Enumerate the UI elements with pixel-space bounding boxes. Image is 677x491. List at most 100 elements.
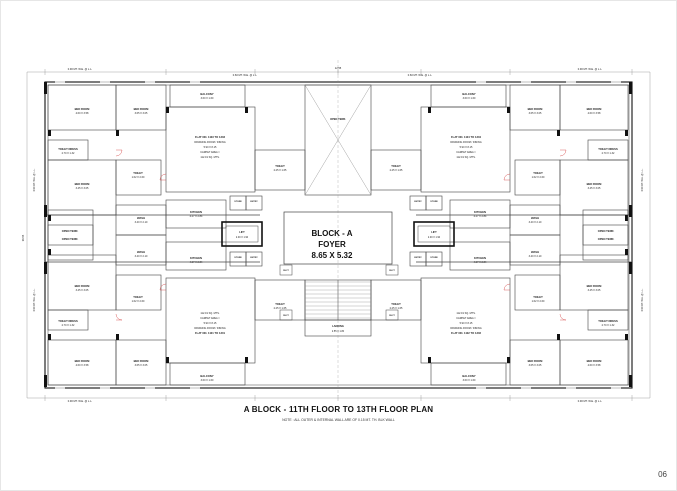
edge-column-0 [44, 82, 47, 94]
entry-label-right-top: ENTRY [414, 201, 422, 203]
duct-0 [279, 264, 293, 276]
toilet-dress-right-top-name: TOILET DRESS [598, 147, 618, 151]
kitchen-left-top-name: KITCHEN [190, 210, 202, 214]
drawing-room-right-bottom [420, 277, 511, 364]
bed-room-2-left-top-size: 3.65 X 3.05 [135, 112, 148, 115]
toilet-1-left-bottom-size: 1.62 X 2.60 [132, 300, 145, 303]
drawing-size-right-bottom: 5.90 X 8.15 [460, 322, 473, 325]
open-terr-left-top-name: OPEN TERR. [62, 237, 79, 241]
kitchen-right-top [449, 199, 511, 229]
store-label-left-top: STORE [234, 201, 242, 203]
balcony-left-top-size: 3.60 X 1.60 [201, 97, 214, 100]
dim-top-left: 0.90 MT. W.E. @ L.L. [68, 67, 93, 71]
door-swing-right-top [559, 149, 567, 157]
dim-side-left-b: 0.90 MT. W.E. @ L.L. [33, 288, 36, 311]
balcony-left-top-name: BALCONY [200, 92, 213, 96]
lift-left-label: LIFT [239, 230, 245, 234]
toilet-1-left-top [115, 159, 162, 196]
open-terr-right-bottom-name: OPEN TERR. [598, 229, 615, 233]
flat-number-left-bottom: FLAT NO. 1101 TO 1301 [195, 331, 225, 335]
entry-label-left-bottom: ENTRY [250, 257, 258, 259]
wash-left-top-name: WASH [137, 216, 145, 220]
lift-left [221, 221, 263, 247]
edge-column-5 [629, 205, 632, 217]
carpet-value-left-bottom: 112.19 SQ. MTS. [200, 312, 219, 315]
toilet-2-right-top-size: 2.25 X 1.65 [390, 169, 403, 172]
open-terr-right-bottom [582, 209, 629, 246]
bed-room-3-right-top-size: 3.45 X 3.05 [588, 187, 601, 190]
door-swing-b-left-top [159, 173, 167, 181]
store-right-bottom [425, 251, 443, 267]
carpet-value-left-top: 112.19 SQ. MTS. [200, 156, 219, 159]
column-left-bottom-4 [48, 249, 51, 255]
bed-room-2-right-top-name: BED ROOM [528, 107, 544, 111]
lift-right-size: 2.00 X 1.90 [428, 236, 441, 239]
carpet-label-right-top: CARPET AREA = [456, 151, 476, 154]
toilet-1-left-bottom [115, 274, 162, 311]
drawing-label-left-top: DRAWING ROOM / DINING [194, 141, 225, 144]
bed-room-3-right-top-name: BED ROOM [587, 182, 603, 186]
duct-label-0: DUCT [283, 270, 289, 272]
balcony-right-top-name: BALCONY [462, 92, 475, 96]
column-left-top-2 [166, 107, 169, 113]
bed-room-1-right-top-size: 4.60 X 3.58 [588, 112, 601, 115]
open-terr-right-top-name: OPEN TERR. [598, 237, 615, 241]
bed-room-3-left-bottom-name: BED ROOM [75, 284, 91, 288]
store-label-left-bottom: STORE [234, 257, 242, 259]
bed-room-1-right-top-name: BED ROOM [587, 107, 603, 111]
bed-room-3-left-bottom-size: 3.45 X 3.05 [76, 289, 89, 292]
column-right-top-3 [428, 107, 431, 113]
duct-2 [279, 309, 293, 321]
flat-number-left-top: FLAT NO. 1103 TO 1303 [195, 135, 225, 139]
dim-top-mid-left: 0.60 MT. W.E. @ L.L. [233, 73, 258, 77]
page-number: 06 [658, 470, 667, 479]
column-left-top-1 [116, 130, 119, 136]
duct-1 [385, 264, 399, 276]
drawing-room-right-top [420, 106, 511, 193]
wash-left-bottom [115, 234, 167, 266]
bed-room-1-right-bottom-name: BED ROOM [587, 359, 603, 363]
toilet-dress-right-bottom [587, 309, 629, 331]
door-swing-right-bottom [559, 313, 567, 321]
store-label-right-bottom: STORE [430, 257, 438, 259]
balcony-right-top-size: 3.60 X 1.60 [463, 97, 476, 100]
column-left-bottom-2 [166, 357, 169, 363]
kitchen-right-top-name: KITCHEN [474, 210, 486, 214]
toilet-dress-left-top-name: TOILET DRESS [58, 147, 78, 151]
dim-top-right: 0.90 MT. W.E. @ L.L. [578, 67, 603, 71]
drawing-label-right-bottom: DRAWING ROOM / DINING [450, 327, 481, 330]
flat-number-right-top: FLAT NO. 1104 TO 1304 [451, 135, 481, 139]
toilet-2-right-bottom-size: 2.25 X 1.65 [390, 307, 403, 310]
toilet-2-left-bottom-name: TOILET [275, 302, 285, 306]
drawing-size-right-top: 5.90 X 8.15 [460, 146, 473, 149]
bed-room-2-right-bottom-name: BED ROOM [528, 359, 544, 363]
landing-size: 2.55 X 1.80 [332, 330, 345, 333]
door-swing-b-right-top [503, 173, 511, 181]
kitchen-left-top [165, 199, 227, 229]
open-terr-left-bottom-name: OPEN TERR. [62, 229, 79, 233]
column-right-bottom-2 [507, 357, 510, 363]
drawing-label-left-bottom: DRAWING ROOM / DINING [194, 327, 225, 330]
dim-side-right-b: 0.90 MT. W.E. @ L.L. [641, 288, 644, 311]
toilet-dress-right-bottom-size: 2.70 X 1.32 [602, 324, 615, 327]
entry-right-top [409, 195, 427, 211]
entry-label-right-bottom: ENTRY [414, 257, 422, 259]
edge-column-4 [44, 205, 47, 217]
column-left-top-0 [48, 130, 51, 136]
kitchen-right-bottom-size: 4.27 X 2.84 [474, 261, 487, 264]
bed-room-2-right-top-size: 3.65 X 3.05 [529, 112, 542, 115]
entry-left-top [245, 195, 263, 211]
toilet-1-right-bottom-size: 1.62 X 2.60 [532, 300, 545, 303]
bed-room-3-left-bottom [47, 254, 117, 311]
kitchen-left-bottom-size: 4.27 X 2.84 [190, 261, 203, 264]
bed-room-2-left-top-name: BED ROOM [134, 107, 150, 111]
column-right-bottom-1 [557, 334, 560, 340]
wash-right-top [509, 204, 561, 236]
entry-right-bottom [409, 251, 427, 267]
bed-room-1-left-top-name: BED ROOM [75, 107, 91, 111]
kitchen-left-top-size: 4.27 X 2.84 [190, 215, 203, 218]
edge-column-3 [629, 375, 632, 387]
door-swing-left-bottom [115, 313, 123, 321]
column-left-top-3 [245, 107, 248, 113]
